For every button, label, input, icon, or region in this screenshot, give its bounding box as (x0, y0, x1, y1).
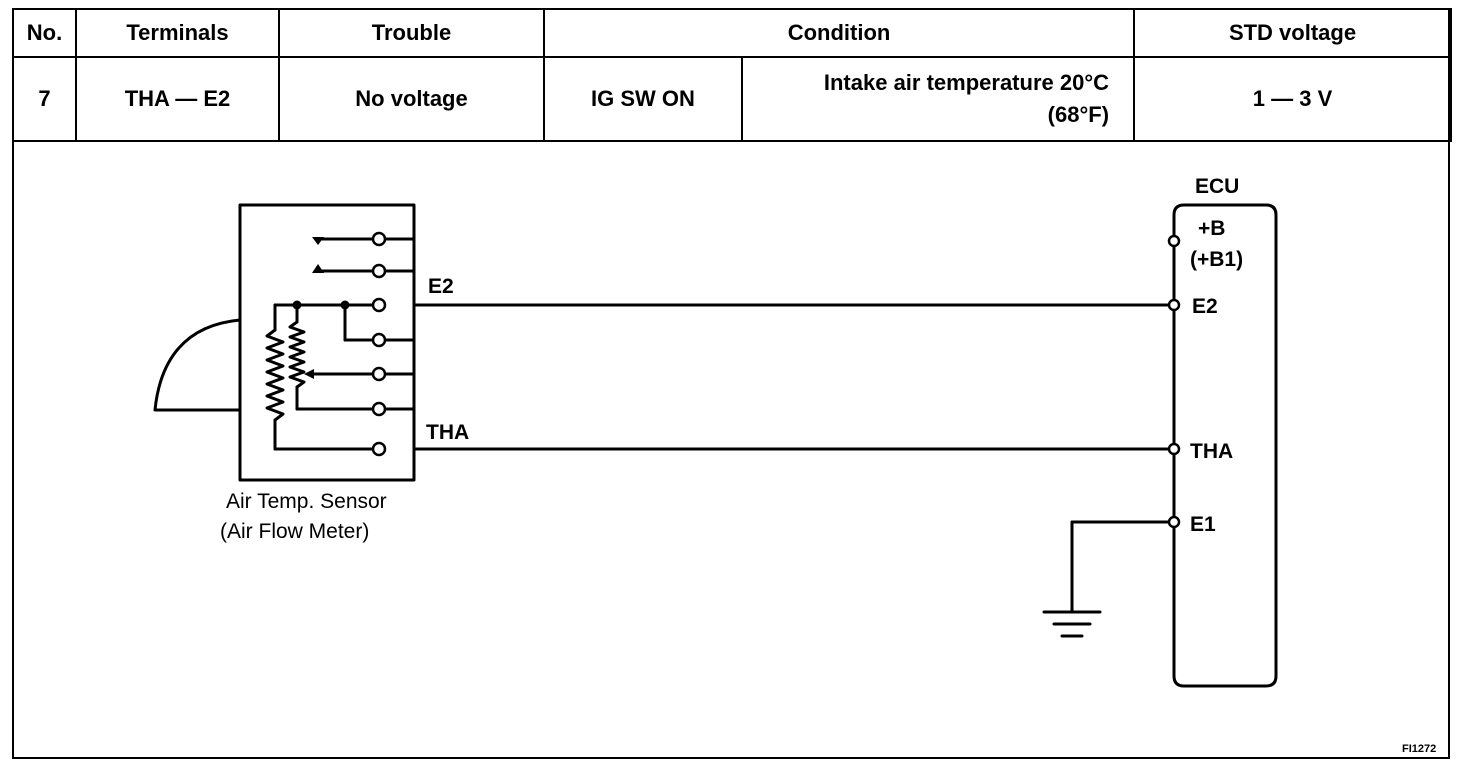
sensor-housing (238, 203, 416, 482)
sensor-terminal-tha (371, 441, 387, 457)
header-no: No. (12, 8, 77, 58)
sensor-terminal (371, 401, 387, 417)
sensor-terminal (371, 231, 387, 247)
wire-tha-label: THA (426, 421, 469, 444)
spec-table: No. Terminals Trouble Condition STD volt… (12, 8, 1453, 142)
ecu-pin-b1-label: (+B1) (1190, 248, 1243, 271)
ecu-pin-e2 (1167, 298, 1181, 312)
wire-e2-label: E2 (428, 275, 454, 298)
sensor-terminal (371, 263, 387, 279)
ecu-pin-b-label: +B (1198, 217, 1225, 240)
figure-code: FI1272 (1402, 743, 1436, 755)
potentiometer-resistor (288, 320, 306, 389)
ecu-pin-e1 (1167, 515, 1181, 529)
table-row: 7 THA — E2 No voltage IG SW ON Intake ai… (12, 56, 1453, 142)
sensor-caption-line1: Air Temp. Sensor (226, 490, 387, 513)
cell-trouble: No voltage (278, 56, 545, 142)
ecu-pin-e2-label: E2 (1192, 295, 1218, 318)
ecu-pin-tha-label: THA (1190, 440, 1233, 463)
cell-terminals: THA — E2 (75, 56, 280, 142)
ecu-pin-e1-label: E1 (1190, 513, 1216, 536)
header-trouble: Trouble (278, 8, 545, 58)
cell-std-voltage: 1 — 3 V (1133, 56, 1453, 142)
cell-no: 7 (12, 56, 77, 142)
header-std-voltage: STD voltage (1133, 8, 1453, 58)
wiper-arrow (304, 369, 314, 379)
sensor-dome (153, 318, 242, 412)
terminal-marker-down (312, 237, 324, 245)
ecu-pin-tha (1167, 442, 1181, 456)
condition-temp-line2: (68°F) (1047, 102, 1110, 127)
header-terminals: Terminals (75, 8, 280, 58)
table-header-row: No. Terminals Trouble Condition STD volt… (12, 8, 1453, 58)
ecu-pin-b (1167, 234, 1181, 248)
junction-dot (292, 300, 302, 310)
terminal-marker-up (312, 264, 324, 273)
cell-condition-switch: IG SW ON (543, 56, 743, 142)
sensor-terminal (371, 366, 387, 382)
header-condition: Condition (542, 8, 1136, 58)
ecu-title: ECU (1195, 175, 1239, 198)
sensor-terminal (371, 332, 387, 348)
junction-dot (340, 300, 350, 310)
thermistor-resistor (265, 328, 285, 422)
sensor-caption-line2: (Air Flow Meter) (220, 520, 369, 543)
sensor-terminal-e2 (371, 297, 387, 313)
ecu-box (1172, 203, 1278, 688)
cell-condition-temperature: Intake air temperature 20°C (68°F) (740, 56, 1136, 142)
condition-temp-line1: Intake air temperature 20°C (823, 70, 1110, 95)
